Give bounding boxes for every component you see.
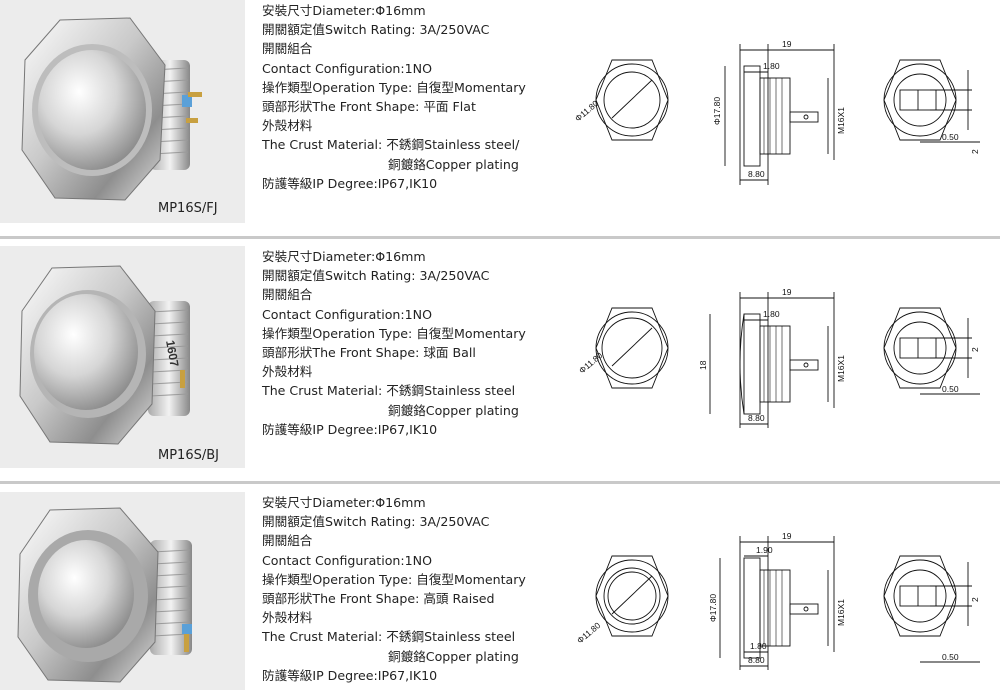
- model-label: MP16S/BJ: [158, 448, 219, 463]
- spec-diameter: 安裝尺寸Diameter:Φ16mm: [262, 3, 426, 18]
- dim-thread: M16X1: [836, 107, 846, 134]
- dim-head-height: 1.80: [763, 61, 780, 71]
- spec-operation: 操作類型Operation Type: 自復型Momentary: [262, 325, 526, 341]
- push-button-image: [17, 507, 192, 683]
- spec-rating: 開關額定值Switch Rating: 3A/250VAC: [262, 268, 490, 284]
- dim-cap-diameter: Φ11.80: [575, 620, 603, 645]
- spec-material-heading: 外殻材料: [262, 364, 313, 380]
- spec-list: 安裝尺寸Diameter:Φ16mm 開關額定值Switch Rating: 3…: [262, 493, 526, 685]
- product-row-3: 安裝尺寸Diameter:Φ16mm 開關額定值Switch Rating: 3…: [0, 492, 1000, 690]
- spec-ip: 防護等級IP Degree:IP67,IK10: [262, 421, 438, 437]
- spec-diameter: 安裝尺寸Diameter:Φ16mm: [262, 249, 426, 264]
- technical-drawing: Φ11.80 Φ17.80 19 1.80 8.80 M16X1 2 0.50: [573, 39, 980, 185]
- spec-contact: Contact Configuration:1NO: [262, 60, 432, 76]
- spec-contact-heading: 開關組合: [262, 41, 313, 57]
- spec-contact: Contact Configuration:1NO: [262, 306, 432, 322]
- dim-terminal-thickness: 0.50: [942, 132, 959, 142]
- spec-operation: 操作類型Operation Type: 自復型Momentary: [262, 571, 526, 587]
- spec-material-heading: 外殻材料: [262, 610, 313, 626]
- dim-length: 19: [782, 531, 792, 541]
- spec-material-2: 銅鍍鉻Copper plating: [388, 648, 519, 664]
- spec-material: The Crust Material: 不銹鋼Stainless steel: [262, 629, 516, 645]
- dim-shoulder: 8.80: [748, 413, 765, 423]
- dim-cap-diameter: Φ11.80: [577, 350, 605, 375]
- dim-length: 19: [782, 39, 792, 49]
- spec-contact-heading: 開關組合: [262, 287, 313, 303]
- spec-material: The Crust Material: 不銹鋼Stainless steel: [262, 383, 516, 399]
- spec-rating: 開關額定值Switch Rating: 3A/250VAC: [262, 22, 490, 38]
- model-label: MP16S/FJ: [158, 201, 218, 216]
- dim-thread: M16X1: [836, 599, 846, 626]
- dim-head-height-2: 1.80: [750, 641, 767, 651]
- dim-terminal-width: 2: [970, 347, 980, 352]
- spec-diameter: 安裝尺寸Diameter:Φ16mm: [262, 495, 426, 510]
- spec-material-heading: 外殻材料: [262, 118, 313, 134]
- spec-front-shape: 頭部形狀The Front Shape: 高頭 Raised: [262, 591, 495, 607]
- spec-list: 安裝尺寸Diameter:Φ16mm 開關額定值Switch Rating: 3…: [262, 1, 526, 193]
- product-row-1: MP16S/FJ 安裝尺寸Diameter:Φ16mm 開關額定值Switch …: [0, 0, 1000, 232]
- spec-front-shape: 頭部形狀The Front Shape: 平面 Flat: [262, 99, 476, 115]
- dim-length: 19: [782, 287, 792, 297]
- spec-material-2: 銅鍍鉻Copper plating: [388, 156, 519, 172]
- dim-head-diameter: 18: [698, 360, 708, 370]
- product-row-2: 1607 MP16S/BJ 安裝尺寸Diameter:Φ16mm 開關額定值Sw…: [0, 246, 1000, 476]
- dim-head-height: 1.90: [756, 545, 773, 555]
- product-photo-3: [0, 492, 245, 690]
- dim-terminal-width: 2: [970, 597, 980, 602]
- dim-terminal-width: 2: [970, 149, 980, 154]
- technical-drawing: Φ11.80 18 19 1.80 8.80 M16X1 2 0.50: [577, 287, 980, 428]
- dim-thread: M16X1: [836, 355, 846, 382]
- spec-front-shape: 頭部形狀The Front Shape: 球面 Ball: [262, 345, 476, 361]
- spec-material-2: 銅鍍鉻Copper plating: [388, 402, 519, 418]
- row-divider: [0, 481, 1000, 484]
- dim-head-height: 1.80: [763, 309, 780, 319]
- spec-contact: Contact Configuration:1NO: [262, 552, 432, 568]
- dim-terminal-thickness: 0.50: [942, 384, 959, 394]
- product-photo-1: MP16S/FJ: [0, 0, 245, 223]
- dim-head-diameter: Φ17.80: [712, 97, 722, 125]
- spec-list: 安裝尺寸Diameter:Φ16mm 開關額定值Switch Rating: 3…: [262, 247, 526, 439]
- spec-ip: 防護等級IP Degree:IP67,IK10: [262, 175, 438, 191]
- push-button-image: [21, 17, 202, 201]
- row-divider: [0, 236, 1000, 239]
- dim-cap-diameter: Φ11.80: [573, 98, 601, 123]
- spec-ip: 防護等級IP Degree:IP67,IK10: [262, 667, 438, 683]
- push-button-image: 1607: [19, 265, 190, 445]
- dim-terminal-thickness: 0.50: [942, 652, 959, 662]
- spec-operation: 操作類型Operation Type: 自復型Momentary: [262, 79, 526, 95]
- spec-material: The Crust Material: 不銹鋼Stainless steel/: [262, 137, 520, 153]
- spec-rating: 開關額定值Switch Rating: 3A/250VAC: [262, 514, 490, 530]
- engraving-text: 1607: [163, 339, 181, 368]
- dim-shoulder: 8.80: [748, 169, 765, 179]
- dim-head-diameter: Φ17.80: [708, 594, 718, 622]
- technical-drawing: Φ11.80 Φ17.80 19 1.90 1.80 8.80 M16X1 2 …: [575, 531, 980, 670]
- spec-contact-heading: 開關組合: [262, 533, 313, 549]
- dim-shoulder: 8.80: [748, 655, 765, 665]
- product-photo-2: 1607 MP16S/BJ: [0, 246, 245, 468]
